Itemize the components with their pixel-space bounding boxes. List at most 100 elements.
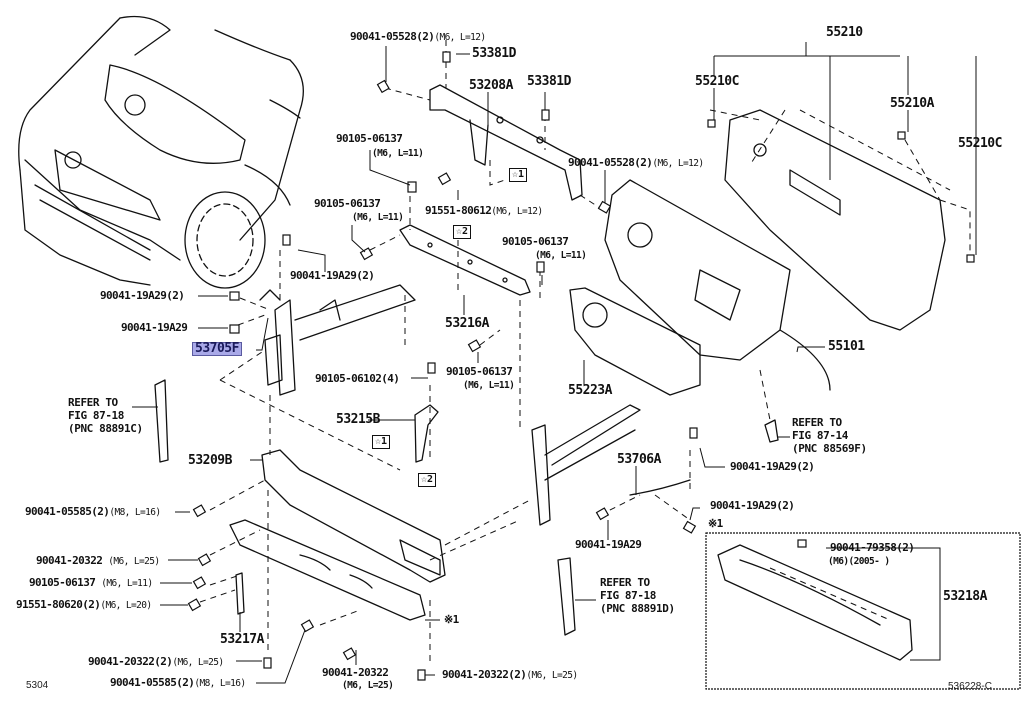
part-label[interactable]: 90041-20322 (M6, L=25) — [36, 554, 160, 568]
bolt-icon — [437, 172, 452, 186]
part-label[interactable]: 90041-05585(2)(M8, L=16) — [110, 676, 246, 690]
bolt-icon — [342, 647, 357, 661]
figure-id: 536228-C — [948, 681, 992, 692]
part-label[interactable]: 53208A — [469, 78, 513, 93]
page-code: 5304 — [26, 680, 49, 691]
reference-note[interactable]: REFER TO FIG 87-18 (PNC 88891D) — [600, 576, 675, 615]
bolt-icon — [417, 669, 426, 681]
bolt-icon — [797, 539, 807, 548]
reference-note[interactable]: REFER TO FIG 87-18 (PNC 88891C) — [68, 396, 143, 435]
part-label[interactable]: 90041-19A29 — [121, 321, 188, 334]
cover-53218A — [717, 544, 913, 661]
refer-part-88891D — [557, 557, 576, 636]
bolt-icon — [467, 339, 482, 353]
part-label[interactable]: 53218A — [943, 589, 987, 604]
bolt-icon — [192, 504, 207, 518]
part-spec: (M6, L=25) — [342, 680, 394, 691]
part-label[interactable]: 90041-19A29(2) — [730, 460, 815, 473]
bolt-icon — [300, 619, 315, 633]
part-label[interactable]: 53209B — [188, 453, 232, 468]
part-label[interactable]: 90041-19A29 — [575, 538, 642, 551]
bolt-icon — [597, 200, 612, 214]
star-marker: ☆1 — [509, 168, 528, 182]
note-marker: ※1 — [444, 613, 459, 626]
bolt-icon — [263, 657, 272, 669]
part-label[interactable]: 55210 — [826, 25, 863, 40]
part-label[interactable]: 91551-80612(M6, L=12) — [425, 204, 543, 218]
part-label[interactable]: 53381D — [472, 46, 516, 61]
refer-part-88569F — [764, 419, 779, 443]
bolt-icon — [427, 362, 436, 374]
bolt-icon — [282, 234, 291, 246]
part-label[interactable]: 53381D — [527, 74, 571, 89]
part-label[interactable]: 90105-06137 — [314, 197, 381, 210]
part-spec: (M6, L=11) — [463, 380, 515, 391]
part-label[interactable]: 90041-20322 — [322, 666, 389, 679]
part-spec: (M6, L=11) — [535, 250, 587, 261]
part-label[interactable]: 55210C — [958, 136, 1002, 151]
note-marker: ※1 — [708, 517, 723, 530]
bolt-icon — [229, 291, 240, 301]
bolt-icon — [682, 520, 697, 534]
part-label[interactable]: 90041-20322(2)(M6, L=25) — [442, 668, 578, 682]
part-label[interactable]: 90105-06137 — [336, 132, 403, 145]
refer-part-88891C — [154, 379, 169, 463]
reference-note[interactable]: REFER TO FIG 87-14 (PNC 88569F) — [792, 416, 867, 455]
part-label[interactable]: 90105-06137 (M6, L=11) — [29, 576, 153, 590]
part-label[interactable]: 55210A — [890, 96, 934, 111]
part-label[interactable]: 90041-05528(2)(M6, L=12) — [568, 156, 704, 170]
detail-box — [705, 532, 1021, 690]
part-label[interactable]: 90041-19A29(2) — [100, 289, 185, 302]
vehicle-outline — [18, 15, 304, 289]
bolt-icon — [442, 51, 451, 63]
part-label[interactable]: 53217A — [220, 632, 264, 647]
part-label[interactable]: 53706A — [617, 452, 661, 467]
star-marker: ☆2 — [418, 473, 437, 487]
part-label[interactable]: 90041-20322(2)(M6, L=25) — [88, 655, 224, 669]
star-marker: ☆2 — [453, 225, 472, 239]
bolt-icon — [407, 181, 417, 193]
part-label[interactable]: 90041-79358(2) — [830, 541, 915, 554]
insulator-55210 — [724, 109, 946, 331]
part-label[interactable]: 90041-19A29(2) — [710, 499, 795, 512]
bolt-icon — [187, 598, 202, 612]
bolt-icon — [966, 254, 975, 263]
lower-crossmember-53209B — [261, 449, 446, 583]
part-spec: (M6, L=11) — [352, 212, 404, 223]
part-label[interactable]: 55210C — [695, 74, 739, 89]
part-spec: (M6, L=11) — [372, 148, 424, 159]
support-right — [531, 404, 691, 526]
bolt-icon — [595, 507, 610, 521]
part-spec: (M6)(2005- ) — [828, 556, 890, 567]
part-label[interactable]: 55101 — [828, 339, 865, 354]
bolt-icon — [376, 79, 390, 94]
part-label-highlighted[interactable]: 53705F — [192, 342, 242, 356]
part-label[interactable]: 91551-80620(2)(M6, L=20) — [16, 598, 152, 612]
part-label[interactable]: 90105-06137 — [502, 235, 569, 248]
part-label[interactable]: 55223A — [568, 383, 612, 398]
part-label[interactable]: 90041-19A29(2) — [290, 269, 375, 282]
bolt-icon — [689, 427, 698, 439]
support-left-53705F — [259, 284, 416, 396]
bolt-icon — [541, 109, 550, 121]
part-label[interactable]: 90041-05528(2)(M6, L=12) — [350, 30, 486, 44]
dash-panel-55101 — [604, 179, 831, 391]
part-label[interactable]: 90041-05585(2)(M8, L=16) — [25, 505, 161, 519]
bracket-53217A — [235, 572, 245, 615]
part-label[interactable]: 53216A — [445, 316, 489, 331]
bracket-53215B — [414, 404, 439, 463]
bolt-icon — [197, 553, 212, 567]
part-label[interactable]: 90105-06137 — [446, 365, 513, 378]
part-label[interactable]: 53215B — [336, 412, 380, 427]
radiator-support-upper — [429, 84, 583, 201]
insulator-55223A — [569, 287, 701, 396]
bolt-icon — [897, 131, 906, 140]
bolt-icon — [229, 324, 240, 334]
bolt-icon — [192, 576, 207, 590]
bolt-icon — [536, 261, 545, 273]
star-marker: ☆1 — [372, 435, 391, 449]
bolt-icon — [707, 119, 716, 128]
part-label[interactable]: 90105-06102(4) — [315, 372, 400, 385]
lower-cover — [229, 519, 426, 621]
